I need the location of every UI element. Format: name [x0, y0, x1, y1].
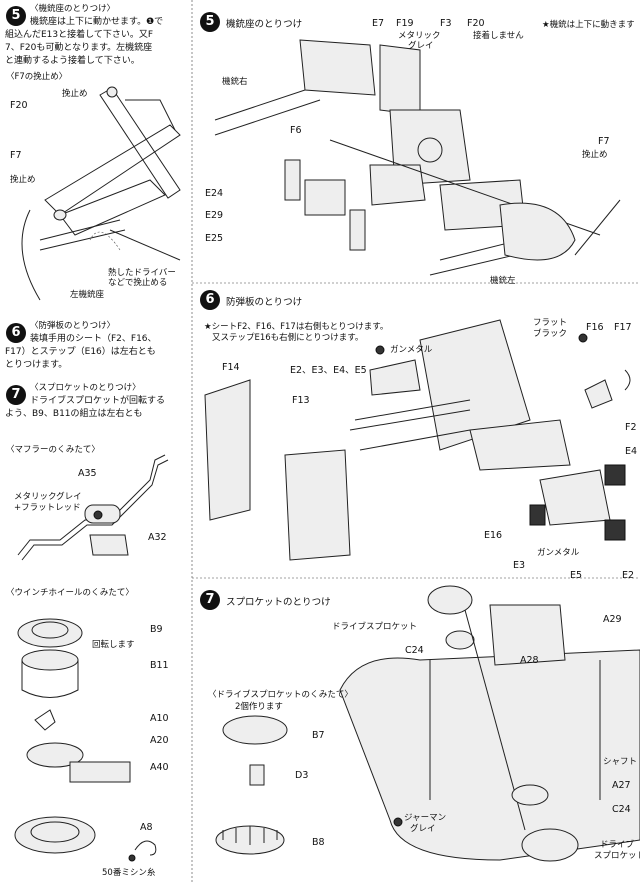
label-stop-main: 挽止め — [582, 150, 608, 160]
label-right-gun: 機銃右 — [222, 77, 248, 87]
label-f20-main: F20 — [467, 18, 485, 29]
label-left-gun-mount: 左機銃座 — [70, 290, 105, 300]
label-a10: A10 — [150, 713, 169, 724]
label-rotate: 回転します — [92, 640, 135, 650]
step6-left-title: 〈防弾板のとりつけ〉 — [30, 321, 116, 331]
armor-shield-assembly — [204, 319, 631, 561]
label-no-glue: 接着しません — [473, 31, 524, 41]
step6-main-title: 防弾板のとりつけ — [226, 297, 303, 308]
f7-stop-subtitle: 〈F7の挽止め〉 — [6, 72, 68, 82]
label-c24: C24 — [405, 645, 424, 656]
sprocket-subtitle: 〈ドライブスプロケットのくみたて〉 — [208, 690, 353, 700]
label-flat: フラット — [533, 318, 568, 328]
label-driver-2: などで挽止める — [108, 278, 168, 288]
label-a40: A40 — [150, 762, 169, 773]
label-grey: グレイ — [408, 41, 434, 51]
label-f20-left: F20 — [10, 100, 28, 111]
label-e2: E2 — [622, 570, 635, 581]
label-thread: 50番ミシン糸 — [102, 868, 156, 878]
label-b8: B8 — [312, 837, 325, 848]
step7-main-title: スプロケットのとりつけ — [226, 597, 331, 608]
label-gunmetal: ガンメタル — [390, 345, 433, 355]
muffler-color-1: メタリックグレイ — [14, 492, 82, 502]
label-german-grey: グレイ — [410, 824, 436, 834]
label-e7: E7 — [372, 18, 385, 29]
step-6-main-badge: 6 — [200, 290, 220, 310]
label-gunmetal-2: ガンメタル — [537, 548, 580, 558]
label-drive-1: ドライブ — [600, 840, 635, 850]
label-f7-left: F7 — [10, 150, 22, 161]
label-a8: A8 — [140, 822, 153, 833]
label-make-two: 2個作ります — [235, 702, 283, 712]
label-a32: A32 — [148, 532, 167, 543]
label-black: ブラック — [533, 329, 568, 339]
label-d3: D3 — [295, 770, 309, 781]
label-c24b: C24 — [612, 804, 631, 815]
label-german: ジャーマン — [404, 813, 447, 823]
label-a27: A27 — [612, 780, 631, 791]
step-7-badge: 7 — [6, 385, 26, 405]
step5-left-body: 機銃座は上下に動かせます。❶で 組込んだE13と接着して下さい。又F 7、F20… — [5, 17, 164, 66]
step-6-badge: 6 — [6, 323, 26, 343]
label-a20: A20 — [150, 735, 169, 746]
label-f14: F14 — [222, 362, 240, 373]
label-f7-main: F7 — [598, 136, 610, 147]
label-a35: A35 — [78, 468, 97, 479]
label-f3: F3 — [440, 18, 452, 29]
chassis-sprocket-assembly — [215, 585, 640, 862]
muffler-color-2: +フラットレッド — [14, 503, 81, 513]
label-stop-2: 挽止め — [10, 175, 36, 185]
label-driver: 熱したドライバー — [108, 268, 176, 278]
muffler-title: 〈マフラーのくみたて〉 — [6, 445, 100, 455]
label-e25: E25 — [205, 233, 224, 244]
label-e-group: E2、E3、E4、E5 — [290, 365, 367, 376]
step5-main-title: 機銃座のとりつけ — [226, 19, 303, 30]
label-e3: E3 — [513, 560, 526, 571]
step6-note-2: 又ステップE16も右側にとりつけます。 — [212, 333, 364, 343]
step5-note: ★機銃は上下に動きます — [542, 20, 635, 30]
step6-left-body: 装填手用のシート（F2、F16、 F17）とステップ（E16）は左右とも とりつ… — [5, 334, 157, 370]
label-b7: B7 — [312, 730, 325, 741]
step6-note-1: ★シートF2、F16、F17は右側もとりつけます。 — [204, 322, 389, 332]
f7-stop-detail — [21, 86, 181, 301]
label-a28: A28 — [520, 655, 539, 666]
label-f2: F2 — [625, 422, 637, 433]
label-left-gun: 機銃左 — [490, 276, 516, 286]
muffler-drawing — [17, 454, 169, 561]
label-b11: B11 — [150, 660, 169, 671]
label-e24: E24 — [205, 188, 224, 199]
label-e29: E29 — [205, 210, 224, 221]
step7-left-title: 〈スプロケットのとりつけ〉 — [30, 383, 141, 393]
winch-title: 〈ウインチホイールのくみたて〉 — [6, 588, 134, 598]
label-e4: E4 — [625, 446, 638, 457]
step-5-main-badge: 5 — [200, 12, 220, 32]
label-f6: F6 — [290, 125, 302, 136]
step-7-main-badge: 7 — [200, 590, 220, 610]
winch-drawing — [14, 618, 157, 862]
step5-left-title: 〈機銃座のとりつけ〉 — [30, 4, 116, 14]
label-stop-1: 挽止め — [62, 89, 88, 99]
label-f13: F13 — [292, 395, 310, 406]
label-e5: E5 — [570, 570, 583, 581]
gun-mount-assembly — [214, 39, 621, 276]
label-f16: F16 — [586, 322, 604, 333]
label-shaft: シャフト — [603, 757, 638, 767]
step7-left-body: ドライブスプロケットが回転する よう、B9、B11の組立は左右とも — [5, 396, 166, 419]
label-metallic: メタリック — [398, 31, 441, 41]
label-e16: E16 — [484, 530, 503, 541]
label-b9: B9 — [150, 624, 163, 635]
label-drive-sprocket: ドライブスプロケット — [332, 622, 418, 632]
label-f17: F17 — [614, 322, 632, 333]
label-a29: A29 — [603, 614, 622, 625]
label-f19: F19 — [396, 18, 414, 29]
step-5-badge: 5 — [6, 6, 26, 26]
label-drive-2: スプロケット — [594, 851, 640, 861]
